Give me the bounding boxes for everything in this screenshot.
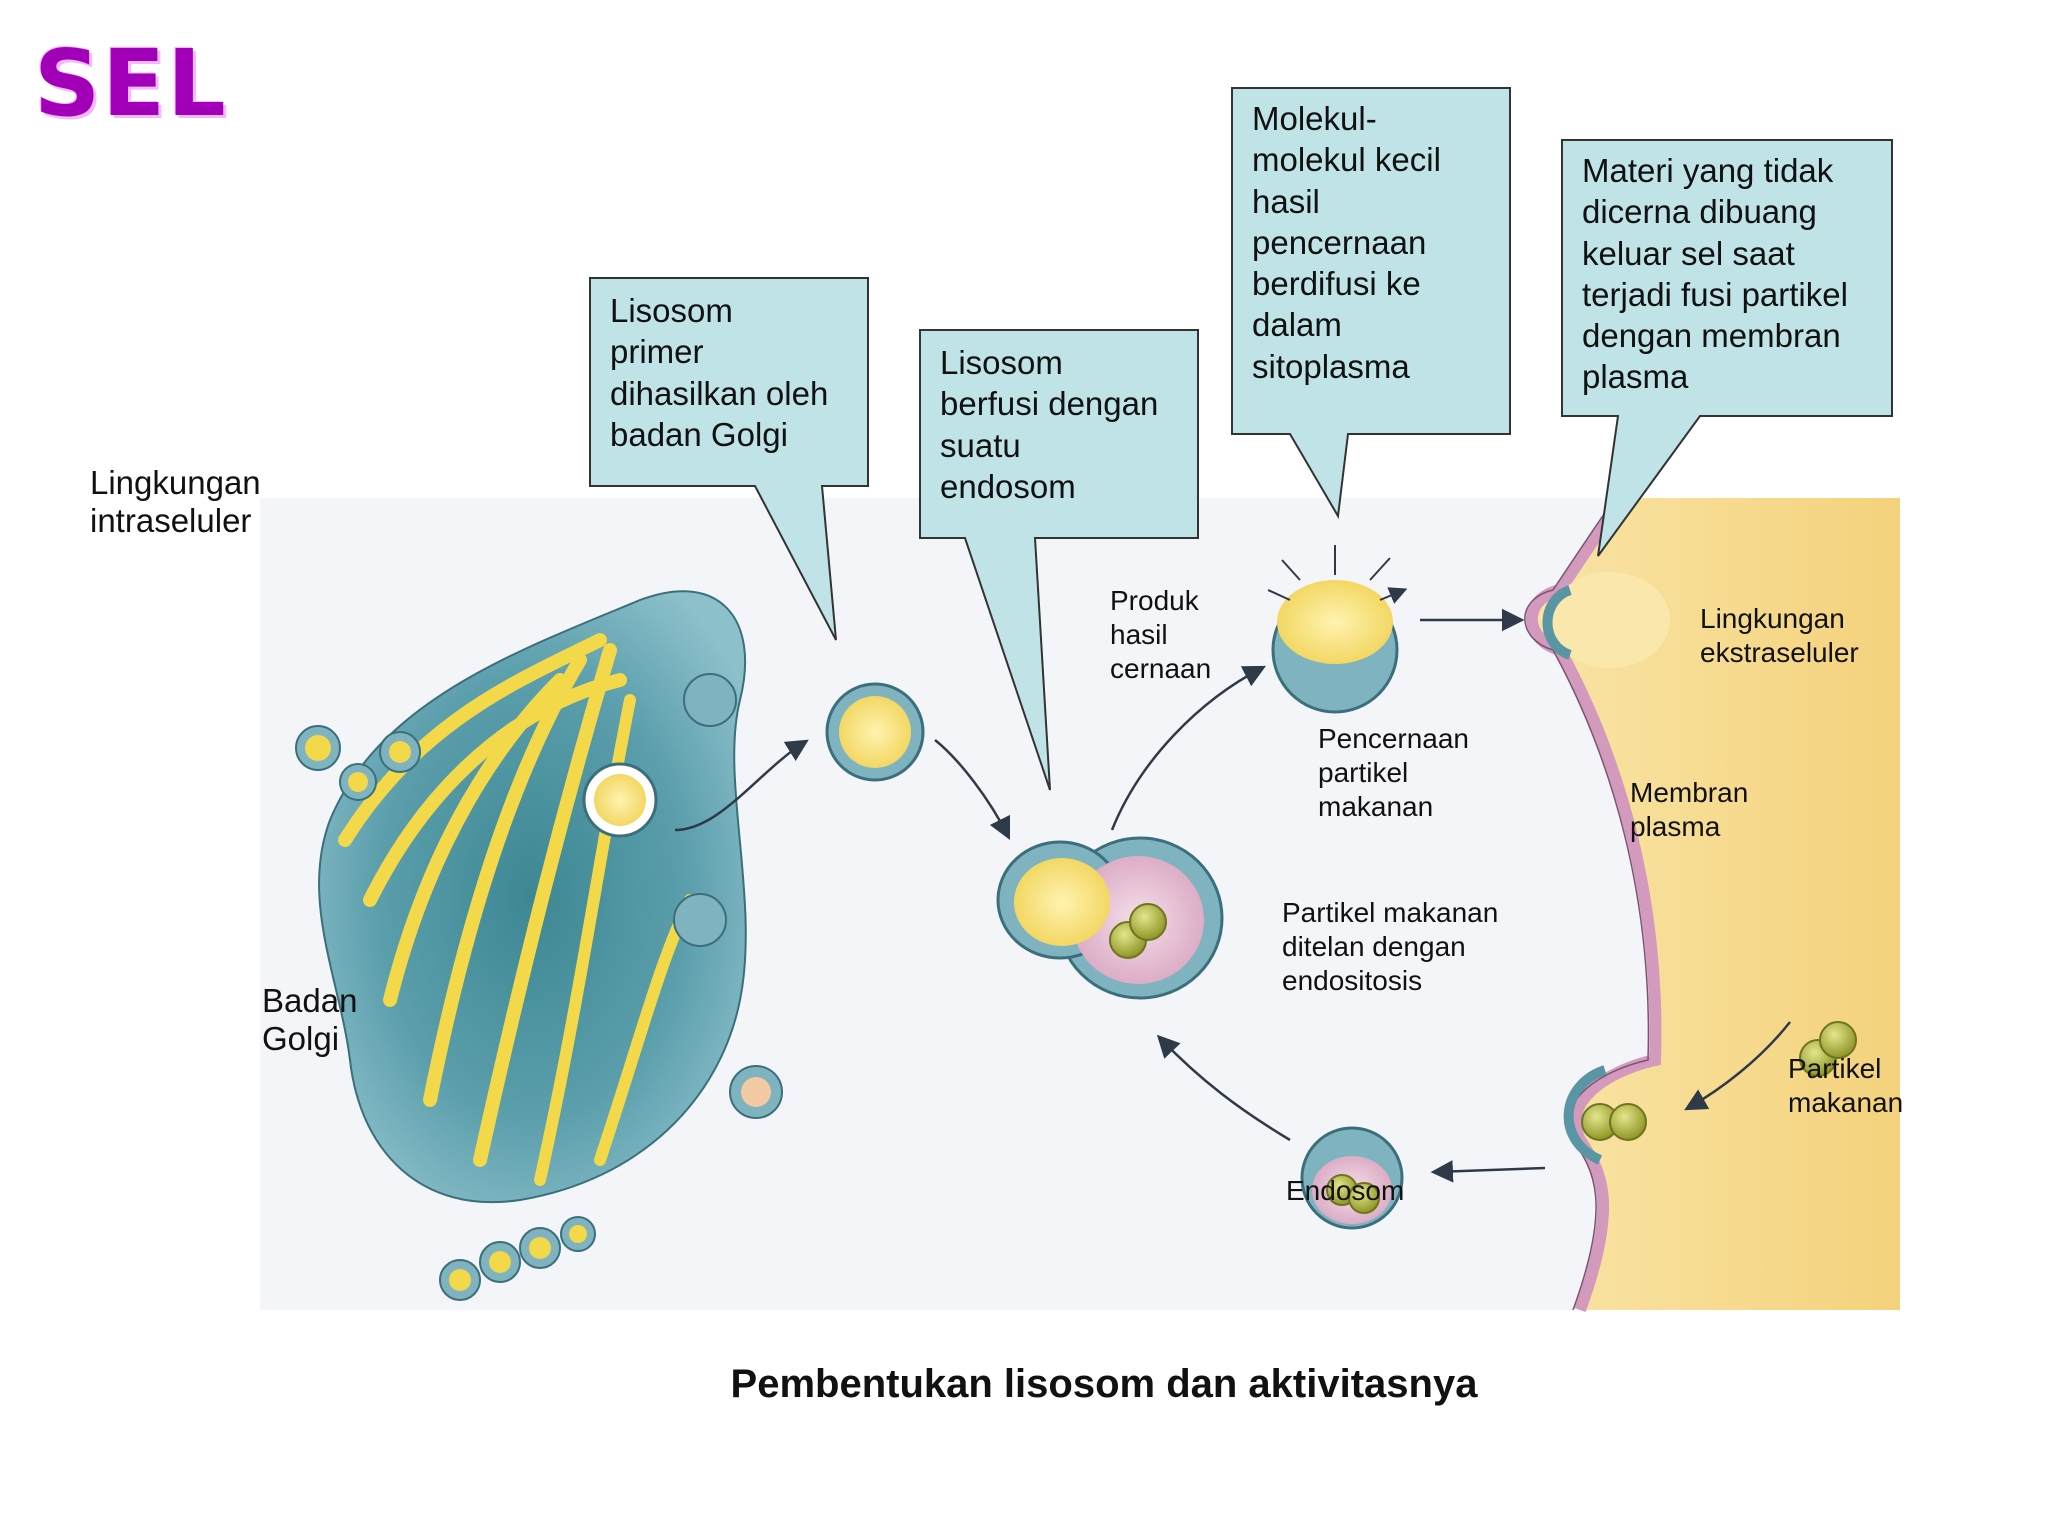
- fused-vesicle: [996, 836, 1224, 1000]
- golgi-body: [318, 590, 747, 1204]
- label-intracellular: Lingkungan intraseluler: [90, 464, 261, 539]
- callout-fusion: Lisosom berfusi dengan suatu endosom: [940, 344, 1159, 505]
- digestion-vesicle: [1267, 545, 1404, 714]
- label-plasma-membrane: Membran plasma: [1630, 777, 1749, 843]
- callout-small-molecules: Molekul- molekul kecil hasil pencernaan …: [1252, 100, 1441, 385]
- label-golgi: Badan Golgi: [262, 982, 358, 1057]
- label-endosome: Endosom: [1286, 1175, 1405, 1206]
- callout-box-fusion: [919, 329, 1199, 791]
- callout-undigested: Materi yang tidak dicerna dibuang keluar…: [1582, 152, 1848, 396]
- figure-caption: Pembentukan lisosom dan aktivitasnya: [730, 1362, 1478, 1406]
- callout-box-undigested: [1561, 139, 1893, 557]
- label-food-particle: Partikel makanan: [1788, 1053, 1904, 1119]
- callout-box-molecules: [1231, 87, 1511, 520]
- label-endocytosis: Partikel makanan ditelan dengan endosito…: [1282, 897, 1499, 997]
- callout-primary-lysosome: Lisosom primer dihasilkan oleh badan Gol…: [610, 292, 829, 453]
- page-title: SEL: [34, 30, 228, 137]
- label-digestion-products: Produk hasil cernaan: [1110, 585, 1212, 685]
- label-extracellular: Lingkungan ekstraseluler: [1700, 603, 1859, 669]
- callout-box-primary: [589, 277, 869, 641]
- endosome: [1300, 1126, 1404, 1230]
- label-digestion: Pencernaan partikel makanan: [1318, 723, 1470, 823]
